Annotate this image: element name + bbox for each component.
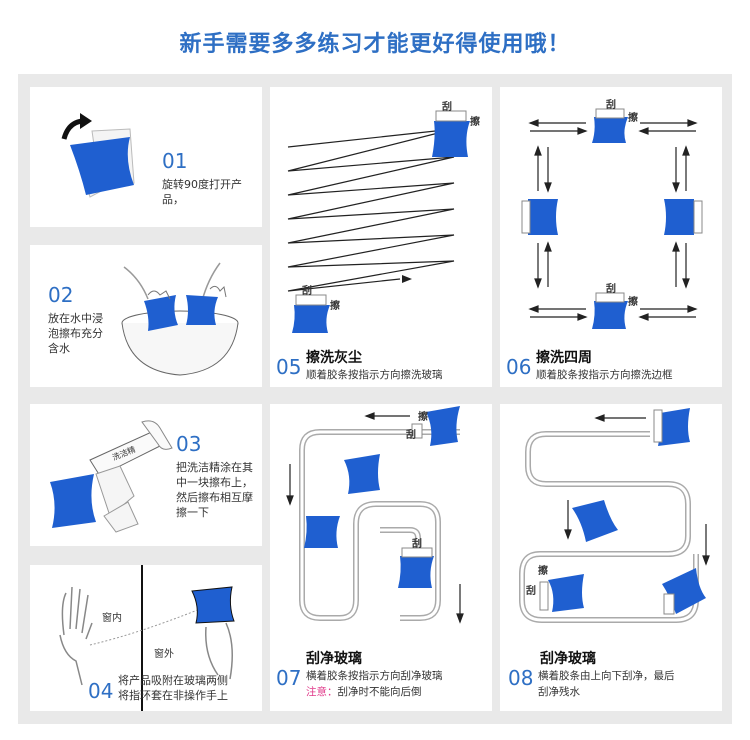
step-06-text: 顺着胶条按指示方向擦洗边框 [536,367,673,382]
step-07-panel: 擦 刮 刮 07 刮净玻璃 横着胶条按指示方向刮净玻璃 注意：刮净时不能向后倒 [270,404,492,711]
step-07-text: 横着胶条按指示方向刮净玻璃 [306,668,443,683]
step-07-note: 注意：刮净时不能向后倒 [306,684,422,699]
step-07-number: 07 [276,666,301,690]
scrape-label: 刮 [526,582,536,597]
scrape-path-diagram [270,404,492,711]
wipe-label-top: 擦 [470,113,480,128]
step-06-number: 06 [506,355,531,379]
wipe-label: 擦 [538,562,548,577]
step-04-number: 04 [88,679,113,703]
step-02-text: 放在水中浸泡擦布充分含水 [48,311,112,356]
step-08-heading: 刮净玻璃 [540,648,596,668]
step-03-panel: 洗洁精 03 把洗洁精涂在其中一块擦布上，然后擦布相互摩擦一下 [30,404,262,546]
wipe-label-bottom: 擦 [330,297,340,312]
step-01-panel: 01 旋转90度打开产品， [30,87,262,227]
step-01-text: 旋转90度打开产品， [162,177,252,207]
step-06-panel: 刮 擦 刮 擦 06 擦洗四周 顺着胶条按指示方向擦洗边框 [500,87,722,387]
scrape-label: 刮 [406,426,416,441]
outside-window-label: 窗外 [154,645,174,660]
scrape-label-top: 刮 [442,98,452,113]
scrape-label-bottom: 刮 [606,280,616,295]
instruction-board: 01 旋转90度打开产品， 02 放在水中浸泡擦布充分含水 洗洁精 03 把洗洁… [18,74,732,724]
step-05-number: 05 [276,355,301,379]
step-08-line2: 刮净残水 [538,684,580,699]
inside-window-label: 窗内 [102,609,122,624]
step-07-note-text: 刮净时不能向后倒 [338,686,422,698]
scrape-label-top: 刮 [606,96,616,111]
step-03-number: 03 [176,432,201,456]
zigzag-diagram [270,87,492,387]
step-01-number: 01 [162,149,187,173]
page-title: 新手需要多多练习才能更好得使用哦！ [0,26,750,58]
scrape-label-bottom: 刮 [302,282,312,297]
step-07-note-label: 注意： [306,686,338,698]
wipe-label-bottom: 擦 [628,293,638,308]
step-04-line1: 将产品吸附在玻璃两侧 [118,673,258,688]
step-08-line1: 横着胶条由上向下刮净，最后 [538,668,675,683]
scrape-label-middle: 刮 [412,535,422,550]
step-02-number: 02 [48,283,73,307]
step-04-line2: 将指环套在非操作手上 [118,688,258,703]
step-05-text: 顺着胶条按指示方向擦洗玻璃 [306,367,443,382]
border-diagram [500,87,722,387]
step-04-panel: 窗内 窗外 04 将产品吸附在玻璃两侧 将指环套在非操作手上 [30,565,262,711]
top-down-diagram [500,404,722,711]
step-02-panel: 02 放在水中浸泡擦布充分含水 [30,245,262,387]
step-08-number: 08 [508,666,533,690]
step-05-panel: 刮 擦 刮 擦 05 擦洗灰尘 顺着胶条按指示方向擦洗玻璃 [270,87,492,387]
step-07-heading: 刮净玻璃 [306,648,362,668]
wipe-label: 擦 [418,408,428,423]
step-08-panel: 擦 刮 刮净玻璃 08 横着胶条由上向下刮净，最后 刮净残水 [500,404,722,711]
wipe-label-top: 擦 [628,109,638,124]
step-05-heading: 擦洗灰尘 [306,347,362,367]
step-06-heading: 擦洗四周 [536,347,592,367]
step-03-text: 把洗洁精涂在其中一块擦布上，然后擦布相互摩擦一下 [176,460,258,520]
